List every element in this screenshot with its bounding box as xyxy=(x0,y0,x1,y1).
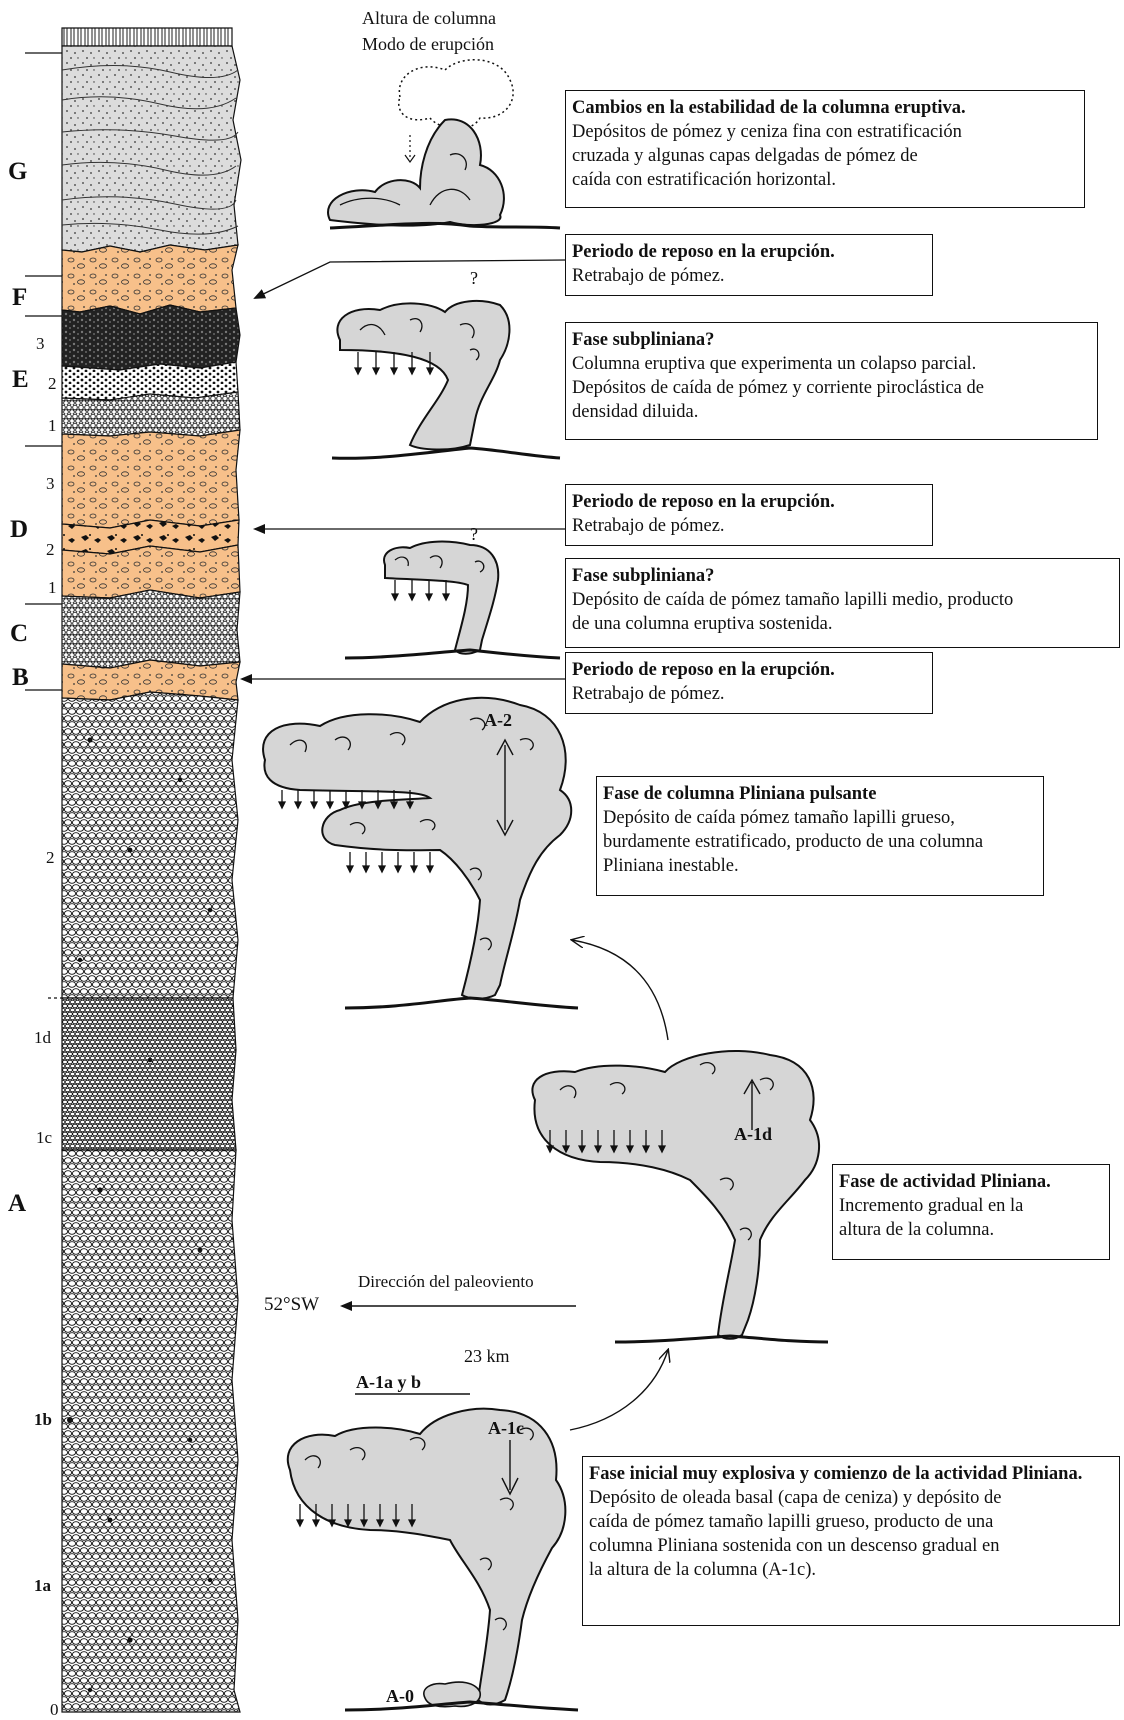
layer-D3 xyxy=(62,430,240,528)
plume-label-a2: A-2 xyxy=(484,710,512,731)
box-line: Retrabajo de pómez. xyxy=(572,682,926,706)
box-title: Periodo de reposo en la erupción. xyxy=(572,240,926,264)
plume-label-a1ab: A-1a y b xyxy=(356,1372,421,1393)
plume-A2 xyxy=(263,698,578,1008)
unit-label-F: F xyxy=(12,284,27,312)
layer-G-top xyxy=(62,28,232,46)
unit-label-A: A xyxy=(8,1190,26,1218)
sub-label-D1: 1 xyxy=(48,578,57,598)
box-line: burdamente estratificado, producto de un… xyxy=(603,830,1037,854)
sub-label-A0: 0 xyxy=(50,1700,59,1720)
plume-E xyxy=(332,301,560,458)
sub-label-E2: 2 xyxy=(48,374,57,394)
box-title: Fase de columna Pliniana pulsante xyxy=(603,782,1037,806)
plume-C xyxy=(345,542,560,658)
box-line: densidad diluida. xyxy=(572,400,1091,424)
unit-label-B: B xyxy=(12,664,29,692)
box-C: Fase subpliniana? Depósito de caída de p… xyxy=(565,558,1120,648)
wind-direction: 52°SW xyxy=(264,1294,319,1316)
box-line: Depósito de caída de pómez tamaño lapill… xyxy=(572,588,1113,612)
box-B: Periodo de reposo en la erupción. Retrab… xyxy=(565,652,933,714)
layer-A1d xyxy=(62,998,236,1150)
unit-label-G: G xyxy=(8,158,27,186)
flow-arrow-upper xyxy=(572,940,668,1040)
layer-A1abc xyxy=(62,1150,240,1712)
question-mark-C: ? xyxy=(470,524,478,545)
layer-E3 xyxy=(62,305,240,370)
box-title: Cambios en la estabilidad de la columna … xyxy=(572,96,1078,120)
box-line: Retrabajo de pómez. xyxy=(572,264,926,288)
box-line: la altura de la columna (A-1c). xyxy=(589,1558,1113,1582)
box-line: caída con estratificación horizontal. xyxy=(572,168,1078,192)
box-line: Pliniana inestable. xyxy=(603,854,1037,878)
header-line-1: Altura de columna xyxy=(362,8,496,29)
box-A1: Fase inicial muy explosiva y comienzo de… xyxy=(582,1456,1120,1626)
plume-label-a0: A-0 xyxy=(386,1686,414,1707)
sub-label-A1d: 1d xyxy=(34,1028,51,1048)
column-height: 23 km xyxy=(464,1346,510,1367)
strat-column xyxy=(25,28,241,1712)
sub-label-E3: 3 xyxy=(36,334,45,354)
box-line: Depósito de caída pómez tamaño lapilli g… xyxy=(603,806,1037,830)
box-line: Depósitos de caída de pómez y corriente … xyxy=(572,376,1091,400)
plume-A1d xyxy=(532,1051,828,1342)
box-title: Fase subpliniana? xyxy=(572,564,1113,588)
question-mark-E: ? xyxy=(470,268,478,289)
layer-C xyxy=(62,590,240,668)
box-title: Fase subpliniana? xyxy=(572,328,1091,352)
plume-G xyxy=(328,60,560,228)
box-line: caída de pómez tamaño lapilli grueso, pr… xyxy=(589,1510,1113,1534)
sub-label-A1b: 1b xyxy=(34,1410,52,1430)
box-line: Columna eruptiva que experimenta un cola… xyxy=(572,352,1091,376)
box-A1d: Fase de actividad Pliniana. Incremento g… xyxy=(832,1164,1110,1260)
box-line: de una columna eruptiva sostenida. xyxy=(572,612,1113,636)
layer-E1 xyxy=(62,392,240,436)
layer-A2 xyxy=(62,692,238,998)
sub-label-A2: 2 xyxy=(46,848,55,868)
sub-label-D2: 2 xyxy=(46,540,55,560)
unit-label-E: E xyxy=(12,366,29,394)
plume-A1c xyxy=(288,1409,578,1710)
box-A2: Fase de columna Pliniana pulsante Depósi… xyxy=(596,776,1044,896)
layer-G xyxy=(62,46,241,252)
box-title: Fase de actividad Pliniana. xyxy=(839,1170,1103,1194)
box-E: Fase subpliniana? Columna eruptiva que e… xyxy=(565,322,1098,440)
flow-arrow-lower xyxy=(570,1350,668,1430)
box-line: Depósito de oleada basal (capa de ceniza… xyxy=(589,1486,1113,1510)
unit-label-C: C xyxy=(10,620,28,648)
box-title: Fase inicial muy explosiva y comienzo de… xyxy=(589,1462,1113,1486)
unit-label-D: D xyxy=(10,516,28,544)
sub-label-E1: 1 xyxy=(48,416,57,436)
box-line: columna Pliniana sostenida con un descen… xyxy=(589,1534,1113,1558)
box-line: altura de la columna. xyxy=(839,1218,1103,1242)
box-line: Depósitos de pómez y ceniza fina con est… xyxy=(572,120,1078,144)
box-line: Incremento gradual en la xyxy=(839,1194,1103,1218)
sub-label-A1a: 1a xyxy=(34,1576,51,1596)
box-F: Periodo de reposo en la erupción. Retrab… xyxy=(565,234,933,296)
header-line-2: Modo de erupción xyxy=(362,34,494,55)
plume-label-a1d: A-1d xyxy=(734,1124,772,1145)
box-title: Periodo de reposo en la erupción. xyxy=(572,658,926,682)
plume-label-a1c: A-1c xyxy=(488,1418,524,1439)
box-line: Retrabajo de pómez. xyxy=(572,514,926,538)
sub-label-D3: 3 xyxy=(46,474,55,494)
box-G: Cambios en la estabilidad de la columna … xyxy=(565,90,1085,208)
layer-F xyxy=(62,245,238,314)
box-line: cruzada y algunas capas delgadas de póme… xyxy=(572,144,1078,168)
box-title: Periodo de reposo en la erupción. xyxy=(572,490,926,514)
box-D: Periodo de reposo en la erupción. Retrab… xyxy=(565,484,933,546)
wind-label: Dirección del paleoviento xyxy=(358,1272,534,1292)
sub-label-A1c: 1c xyxy=(36,1128,52,1148)
